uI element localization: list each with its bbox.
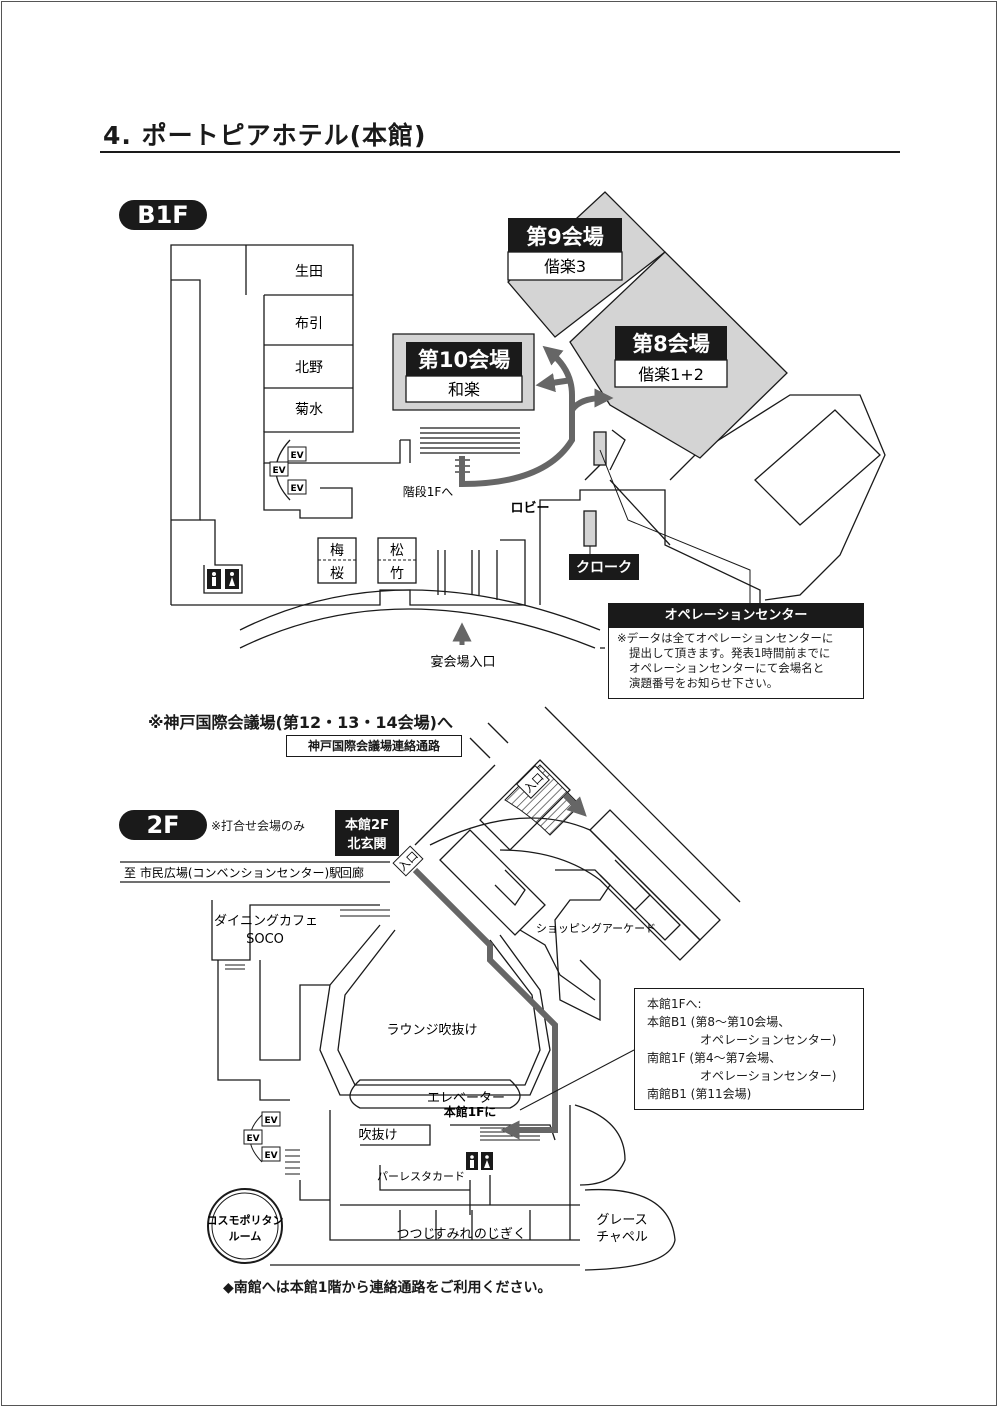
route-line: 本館1Fへ: [647, 997, 702, 1011]
route-line: 本館B1 (第8〜第10会場、 [647, 1015, 791, 1029]
tsutsuji-label: つつじ [396, 1227, 435, 1242]
floor-badge-2f: 2F [119, 810, 207, 840]
floor-badge-b1: B1F [119, 200, 207, 230]
to-station-label: 至 市民広場(コンベンションセンター)駅 [124, 865, 341, 880]
operation-center-text: ※データは全てオペレーションセンターに 提出して頂きます。発表1時間前までに オ… [617, 631, 834, 690]
b1-elevators: EV EV EV [269, 446, 307, 495]
svg-text:梅: 梅 [330, 543, 344, 559]
cloak-label: クローク [569, 554, 639, 580]
small-room-ume-sakura: 梅 桜 [317, 537, 357, 584]
f2-restroom-icon [466, 1152, 493, 1170]
route-box-leader [519, 1049, 635, 1111]
b1-walls [170, 244, 886, 649]
cosmo-label-2: ルーム [229, 1230, 262, 1243]
svg-text:北玄関: 北玄関 [347, 836, 386, 852]
elevator-label: エレベーター [427, 1091, 505, 1106]
svg-text:竹: 竹 [390, 566, 404, 582]
shopping-arcade-label: ショッピングアーケード [536, 921, 656, 935]
kobe-note: ※神戸国際会議場(第12・13・14会場)へ [148, 713, 453, 732]
f2-hatched-entrance: 入口 [504, 764, 581, 836]
op-leader-lines [589, 449, 751, 603]
venue-8-room: 偕楽1+2 [638, 365, 704, 384]
ev-icon: EV [272, 466, 285, 476]
banquet-entrance-label: 宴会場入口 [430, 654, 495, 670]
nojigiku-label: のじぎく [474, 1227, 526, 1242]
room-nunobiki: 布引 [295, 316, 323, 332]
venue-10-name: 第10会場 [418, 348, 510, 372]
f2-walls [120, 759, 721, 1271]
cosmopolitan-room [207, 1188, 283, 1264]
ev-icon: EV [264, 1116, 277, 1126]
atrium-label: 吹抜け [358, 1127, 397, 1143]
f2-labels: ダイニングカフェ SOCO ショッピングアーケード ラウンジ吹抜け エレベーター… [207, 914, 657, 1245]
lounge-label: ラウンジ吹抜け [386, 1022, 477, 1038]
route-line: オペレーションセンター) [700, 1033, 837, 1047]
ev-icon: EV [264, 1151, 277, 1161]
stairs-label: 階段1Fへ [403, 484, 454, 499]
b1-restroom-icon [207, 569, 239, 589]
grace-label-2: チャペル [596, 1230, 648, 1245]
operation-center-box: オペレーションセンター ※データは全てオペレーションセンターに 提出して頂きます… [608, 603, 864, 699]
cafe-label: ダイニングカフェ [214, 914, 318, 929]
venue-8-name: 第8会場 [632, 332, 710, 356]
small-room-matsu-take: 松 竹 [377, 537, 417, 584]
corridor-label: 回廊 [340, 865, 364, 880]
venue-8: 第8会場 偕楽1+2 [614, 326, 728, 388]
kobe-passage-walls [414, 706, 741, 903]
page-title: 4. ポートピアホテル(本館) [103, 121, 427, 150]
route-info-box: 本館1Fへ: 本館B1 (第8〜第10会場、 オペレーションセンター) 南館1F… [634, 988, 864, 1110]
svg-text:本館2F: 本館2F [345, 817, 389, 833]
sumire-label: すみれ [433, 1227, 472, 1242]
room-kitano: 北野 [295, 360, 323, 376]
venue-9: 第9会場 偕楽3 [507, 218, 623, 281]
route-line: 南館B1 (第11会場) [647, 1087, 752, 1101]
lobby-label: ロビー [510, 500, 549, 516]
parlor-label: パーレスタカード [377, 1170, 465, 1183]
route-line: 南館1F (第4〜第7会場、 [647, 1051, 782, 1065]
to-1f-label: 本館1Fに [444, 1104, 497, 1119]
venue-10: 第10会場 和楽 [405, 342, 523, 403]
svg-text:桜: 桜 [330, 566, 344, 582]
venue-9-room: 偕楽3 [544, 257, 586, 276]
f2-elevators: EV EV EV [243, 1111, 281, 1163]
north-entrance-box: 本館2F 北玄関 [335, 810, 399, 856]
svg-text:クローク: クローク [576, 560, 632, 576]
footer-note: ◆南館へは本館1階から連絡通路をご利用ください。 [223, 1280, 552, 1296]
grace-label-1: グレース [596, 1213, 647, 1228]
title-rule [100, 151, 900, 153]
room-ikuta: 生田 [295, 264, 323, 280]
operation-center-title: オペレーションセンター [609, 604, 863, 628]
ev-icon: EV [290, 451, 303, 461]
cafe-name: SOCO [246, 932, 284, 947]
f2-note: ※打合せ会場のみ [211, 819, 306, 833]
venue-9-name: 第9会場 [526, 225, 604, 249]
f2-route [412, 792, 587, 1140]
svg-text:松: 松 [390, 543, 404, 559]
ev-icon: EV [290, 484, 303, 494]
ev-icon: EV [246, 1134, 259, 1144]
kobe-passage-label: 神戸国際会議場連絡通路 [286, 735, 462, 757]
route-line: オペレーションセンター) [700, 1069, 837, 1083]
venue-10-room: 和楽 [448, 380, 480, 399]
b1-stairs [420, 427, 520, 473]
room-kikusui: 菊水 [295, 402, 323, 418]
b1-room-labels: 生田 布引 北野 菊水 [295, 264, 323, 418]
cosmo-label-1: コスモポリタン [207, 1213, 284, 1227]
